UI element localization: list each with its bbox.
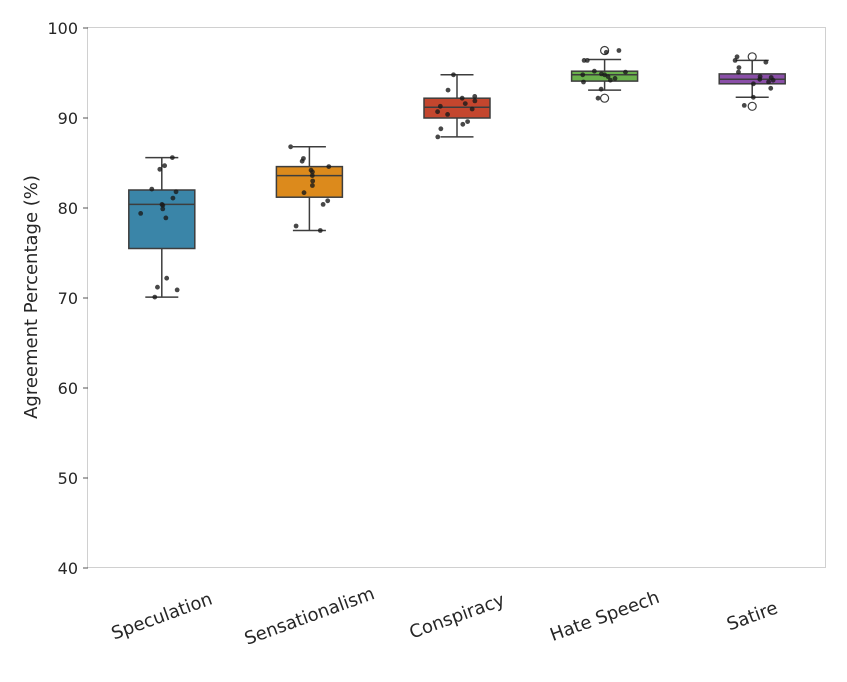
outlier-marker <box>599 93 610 103</box>
data-point <box>169 155 175 161</box>
outlier-marker <box>747 101 757 111</box>
data-point <box>605 74 611 79</box>
data-point <box>750 94 756 100</box>
data-point <box>751 81 756 87</box>
x-tick-label: Sensationalism <box>242 583 378 650</box>
data-point <box>763 59 769 65</box>
data-point <box>736 69 741 75</box>
data-point <box>152 294 158 300</box>
y-axis-title: Agreement Percentage (%) <box>21 175 42 419</box>
data-point <box>170 195 176 201</box>
data-point <box>591 68 597 74</box>
x-tick-label: Speculation <box>109 589 216 645</box>
y-tick-label: 100 <box>47 19 78 38</box>
data-point <box>149 186 155 192</box>
data-point <box>472 94 478 99</box>
data-point <box>736 65 742 70</box>
data-point <box>438 126 444 132</box>
data-point <box>163 215 169 221</box>
data-point <box>326 164 332 170</box>
data-point <box>462 101 468 106</box>
y-axis-ticks: 40 50 60 70 80 90 100 <box>47 19 88 578</box>
data-point <box>310 178 316 184</box>
y-tick-label: 70 <box>58 289 78 308</box>
data-point <box>757 76 763 82</box>
data-point <box>310 183 315 188</box>
data-point <box>732 58 738 63</box>
data-point <box>595 95 601 101</box>
data-point <box>472 98 478 104</box>
data-point <box>768 85 774 91</box>
box-body <box>128 189 196 250</box>
data-point <box>598 86 604 92</box>
data-point <box>320 202 326 207</box>
data-point <box>612 76 618 81</box>
x-tick-label: Hate Speech <box>547 587 662 646</box>
data-point <box>451 72 456 78</box>
data-point <box>465 119 471 124</box>
y-tick-label: 40 <box>58 559 78 578</box>
data-point <box>607 77 613 83</box>
data-point <box>581 79 586 85</box>
box-conspiracy <box>423 74 491 138</box>
data-point <box>603 49 609 55</box>
data-point <box>293 223 299 229</box>
x-tick-label: Satire <box>724 598 781 636</box>
data-point <box>469 106 475 112</box>
box-speculation <box>128 156 196 298</box>
data-point <box>138 211 144 216</box>
data-point <box>459 95 465 101</box>
box-body <box>423 97 491 119</box>
data-point <box>317 228 323 233</box>
outlier-marker <box>747 52 757 62</box>
data-point <box>157 166 163 172</box>
y-tick-label: 80 <box>58 199 78 218</box>
data-point <box>445 87 451 93</box>
x-axis-labels: Speculation Sensationalism Conspiracy Hate … <box>109 583 781 650</box>
y-tick-label: 50 <box>58 469 78 488</box>
data-point <box>160 206 166 212</box>
data-point <box>766 79 771 85</box>
data-point <box>155 284 160 290</box>
data-point <box>162 163 168 169</box>
data-point <box>770 77 776 83</box>
data-point <box>301 190 307 196</box>
y-tick-label: 90 <box>58 109 78 128</box>
outlier-marker <box>599 45 610 56</box>
y-tick-label: 60 <box>58 379 78 398</box>
data-point <box>616 48 622 53</box>
data-point <box>309 173 315 179</box>
data-point <box>173 189 179 195</box>
data-point <box>580 72 586 78</box>
data-point <box>174 287 180 293</box>
data-point <box>164 275 170 281</box>
data-point <box>460 121 466 127</box>
data-point <box>437 103 443 109</box>
data-point <box>310 169 315 175</box>
data-point <box>445 112 450 117</box>
data-point <box>734 54 740 60</box>
data-point <box>435 134 441 140</box>
data-point <box>584 58 590 63</box>
data-point <box>623 69 628 75</box>
data-point <box>160 202 166 208</box>
box-body <box>275 165 344 198</box>
data-point <box>325 198 331 204</box>
x-tick-label: Conspiracy <box>407 589 508 643</box>
data-point <box>299 158 305 164</box>
data-point <box>435 109 440 115</box>
strip-points <box>138 48 776 300</box>
data-point <box>288 144 294 150</box>
data-point <box>741 103 747 108</box>
